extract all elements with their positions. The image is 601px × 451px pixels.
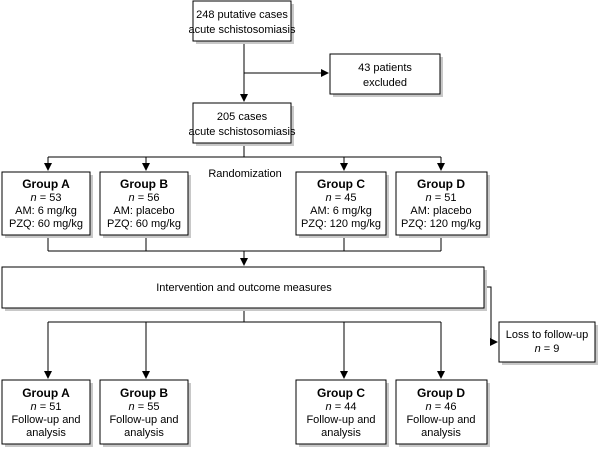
allocation-pzq: PZQ: 120 mg/kg xyxy=(401,218,481,230)
excluded-line-1: 43 patients xyxy=(358,62,412,74)
followup-n: n = 55 xyxy=(129,401,160,413)
enrolled-line-1: 205 cases xyxy=(217,111,268,123)
allocation-pzq: PZQ: 120 mg/kg xyxy=(301,218,381,230)
followup-line-4: analysis xyxy=(321,427,361,439)
allocation-group-c: Group C n = 45 AM: 6 mg/kg PZQ: 120 mg/k… xyxy=(295,171,389,238)
enrolled-box: 205 cases acute schistosomiasis xyxy=(189,102,296,146)
start-box: 248 putative cases acute schistosomiasis xyxy=(189,0,296,44)
randomization-label: Randomization xyxy=(208,168,281,180)
allocation-am: AM: 6 mg/kg xyxy=(15,205,77,217)
allocation-title: Group B xyxy=(120,177,168,191)
loss-n: n = 9 xyxy=(535,343,560,355)
connector-loss xyxy=(485,286,498,346)
loss-line-1: Loss to follow-up xyxy=(506,329,589,341)
allocation-group-a: Group A n = 53 AM: 6 mg/kg PZQ: 60 mg/kg xyxy=(1,171,93,238)
followup-n: n = 46 xyxy=(426,401,457,413)
followup-line-4: analysis xyxy=(124,427,164,439)
start-line-2: acute schistosomiasis xyxy=(189,24,296,36)
allocation-pzq: PZQ: 60 mg/kg xyxy=(9,218,83,230)
allocation-title: Group A xyxy=(22,177,70,191)
allocation-n: n = 51 xyxy=(426,192,457,204)
allocation-title: Group C xyxy=(317,177,365,191)
allocation-n: n = 56 xyxy=(129,192,160,204)
intervention-box: Intervention and outcome measures xyxy=(1,266,487,311)
excluded-line-2: excluded xyxy=(363,77,407,89)
followup-group-c: Group C n = 44 Follow-up and analysis xyxy=(295,379,389,447)
connectors xyxy=(44,43,498,379)
followup-n: n = 51 xyxy=(31,401,62,413)
intervention-label: Intervention and outcome measures xyxy=(156,282,332,294)
allocation-pzq: PZQ: 60 mg/kg xyxy=(107,218,181,230)
followup-group-d: Group D n = 46 Follow-up and analysis xyxy=(395,379,490,447)
followup-group-b: Group B n = 55 Follow-up and analysis xyxy=(99,379,191,447)
followup-title: Group D xyxy=(417,386,465,400)
followup-line-3: Follow-up and xyxy=(109,414,178,426)
loss-box: Loss to follow-up n = 9 xyxy=(498,321,598,365)
followup-line-4: analysis xyxy=(26,427,66,439)
followup-line-3: Follow-up and xyxy=(11,414,80,426)
excluded-box: 43 patients excluded xyxy=(329,53,443,97)
enrolled-line-2: acute schistosomiasis xyxy=(189,126,296,138)
followup-n: n = 44 xyxy=(326,401,357,413)
followup-group-a: Group A n = 51 Follow-up and analysis xyxy=(1,379,93,447)
followup-title: Group A xyxy=(22,386,70,400)
allocation-n: n = 53 xyxy=(31,192,62,204)
allocation-n: n = 45 xyxy=(326,192,357,204)
followup-line-4: analysis xyxy=(421,427,461,439)
allocation-title: Group D xyxy=(417,177,465,191)
allocation-group-d: Group D n = 51 AM: placebo PZQ: 120 mg/k… xyxy=(395,171,490,238)
allocation-am: AM: 6 mg/kg xyxy=(310,205,372,217)
start-line-1: 248 putative cases xyxy=(196,9,288,21)
allocation-am: AM: placebo xyxy=(410,205,471,217)
followup-title: Group B xyxy=(120,386,168,400)
followup-line-3: Follow-up and xyxy=(406,414,475,426)
allocation-am: AM: placebo xyxy=(113,205,174,217)
followup-title: Group C xyxy=(317,386,365,400)
followup-line-3: Follow-up and xyxy=(306,414,375,426)
allocation-group-b: Group B n = 56 AM: placebo PZQ: 60 mg/kg xyxy=(99,171,191,238)
